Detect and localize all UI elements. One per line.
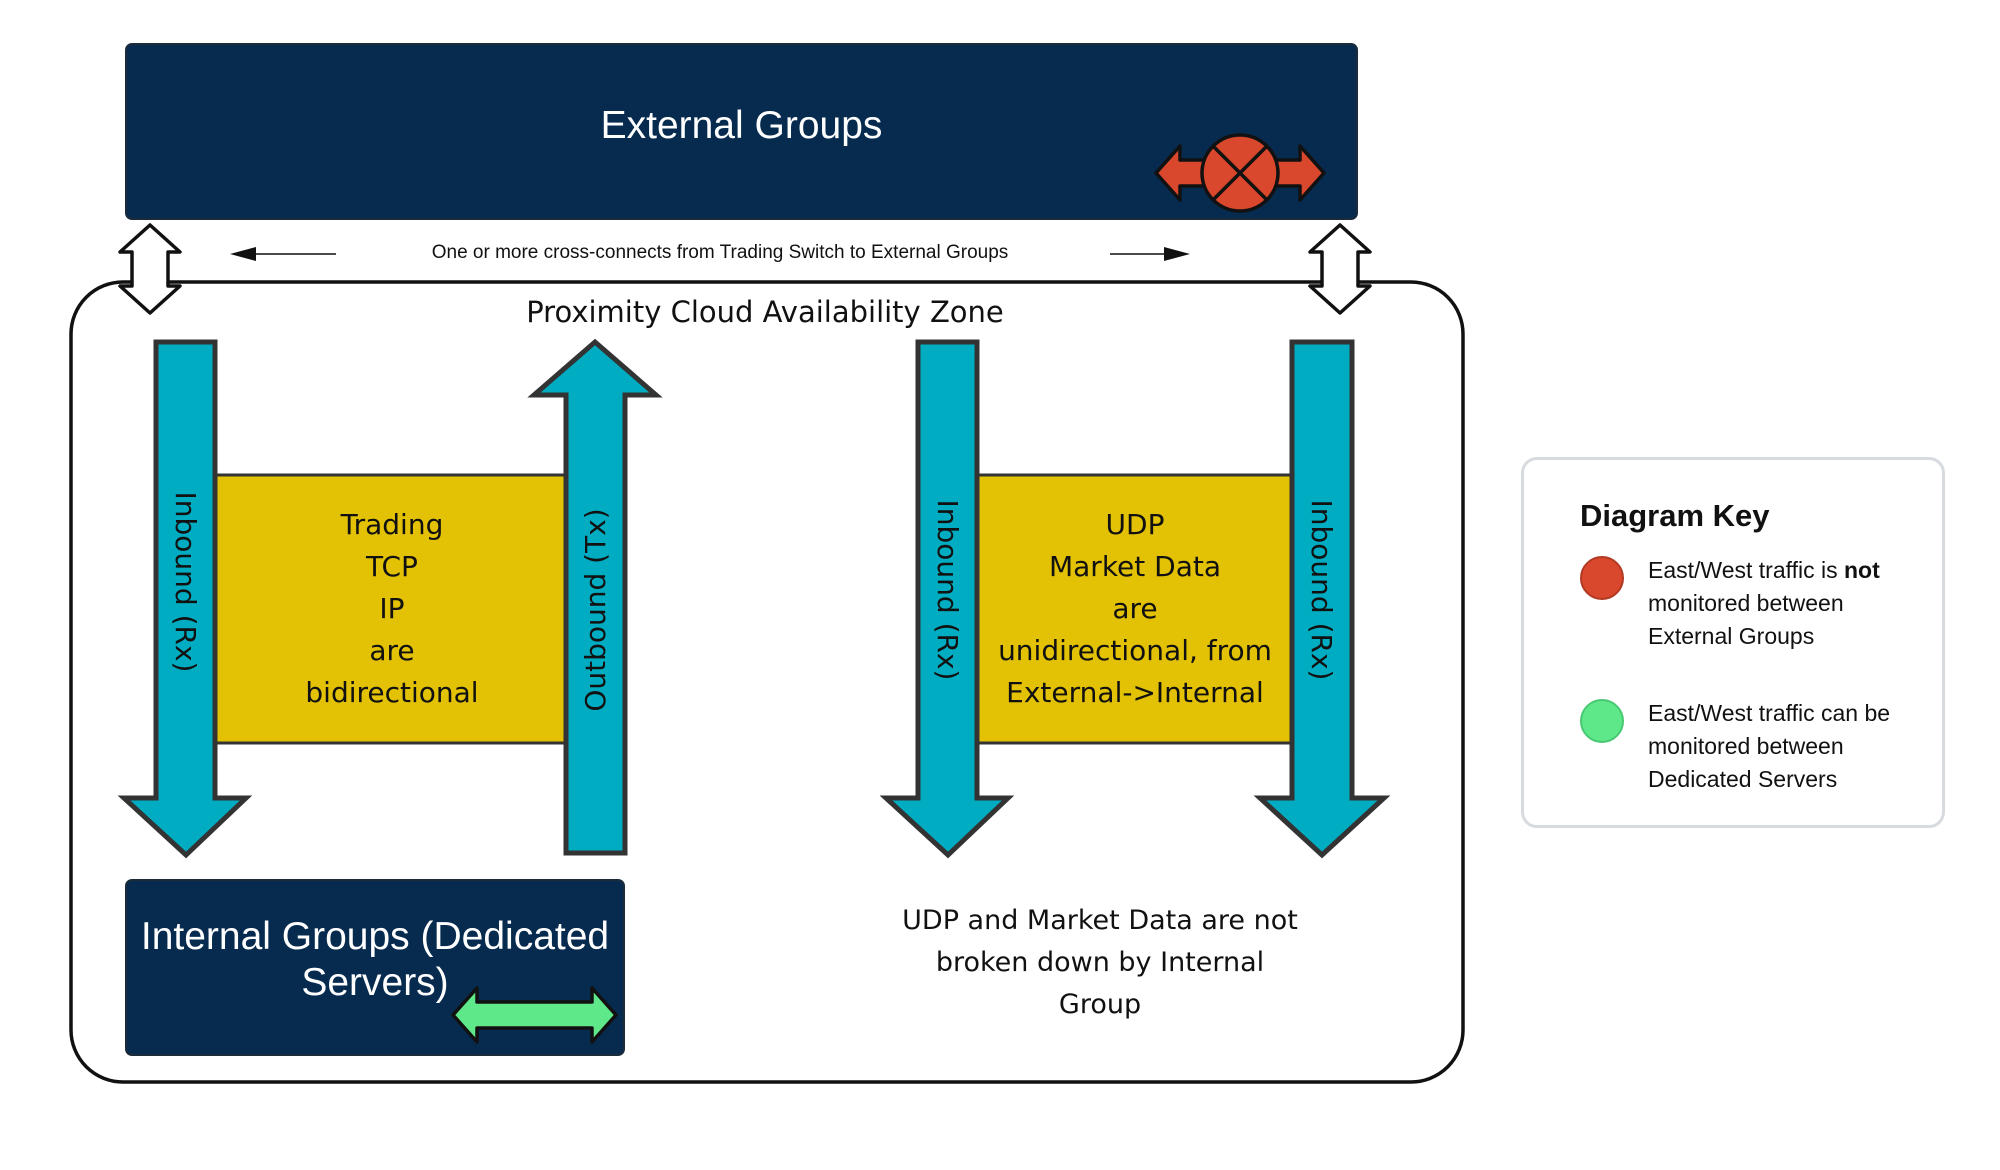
- key-text-part: East/West traffic is: [1648, 557, 1838, 583]
- external-groups-title: External Groups: [600, 104, 883, 147]
- trading-line: bidirectional: [305, 676, 479, 709]
- external-groups-box: [125, 43, 1358, 220]
- diagram-key-title: Diagram Key: [1580, 498, 1770, 533]
- udp-line: External->Internal: [1006, 676, 1264, 709]
- green-dot-icon: [1580, 699, 1624, 743]
- trading-inbound-arrow-icon: [117, 339, 253, 859]
- udp-inbound-left-arrow-icon: [879, 339, 1015, 859]
- diagram-key: Diagram Key East/West traffic is not mon…: [1521, 457, 1945, 828]
- cross-connect-right-arrow-icon: [1308, 223, 1372, 315]
- key-text-bold: not: [1843, 557, 1880, 583]
- trading-line: TCP: [366, 550, 418, 583]
- udp-inbound-right-arrow-icon: [1253, 339, 1391, 859]
- udp-note-line: Group: [1058, 989, 1142, 1020]
- key-text-part: East/West traffic can be monitored betwe…: [1648, 700, 1891, 792]
- trading-block: [214, 473, 570, 745]
- trading-outbound-label: Outbound (Tx): [578, 508, 612, 712]
- key-item-not-monitored: East/West traffic is not monitored betwe…: [1580, 554, 1908, 653]
- udp-inbound-right-label: Inbound (Rx): [1305, 499, 1339, 681]
- udp-line: UDP: [1105, 508, 1165, 541]
- udp-line: are: [1112, 592, 1158, 625]
- trading-outbound-arrow-icon: [527, 338, 663, 856]
- trading-line: IP: [379, 592, 405, 625]
- key-text-part: monitored between External Groups: [1648, 590, 1844, 649]
- east-west-not-monitored-icon: [1154, 133, 1326, 213]
- cross-connect-left-pointer-icon: [230, 247, 336, 261]
- udp-note: UDP and Market Data are not broken down …: [860, 898, 1340, 1028]
- cross-connect-left-arrow-icon: [118, 223, 182, 315]
- udp-block-text: UDP Market Data are unidirectional, from…: [978, 495, 1292, 723]
- zone-title: Proximity Cloud Availability Zone: [526, 295, 1004, 329]
- udp-inbound-left-label: Inbound (Rx): [931, 499, 965, 681]
- red-dot-icon: [1580, 556, 1624, 600]
- trading-inbound-label: Inbound (Rx): [169, 491, 203, 673]
- internal-groups-title: Internal Groups (Dedicated Servers): [140, 915, 610, 1004]
- trading-line: Trading: [340, 508, 444, 541]
- key-item-monitored: East/West traffic can be monitored betwe…: [1580, 697, 1908, 796]
- udp-note-line: UDP and Market Data are not: [902, 905, 1298, 936]
- udp-block: [976, 473, 1294, 745]
- cross-connect-label: One or more cross-connects from Trading …: [431, 242, 1009, 263]
- trading-line: are: [369, 634, 415, 667]
- key-item-monitored-text: East/West traffic can be monitored betwe…: [1648, 697, 1908, 796]
- udp-line: Market Data: [1048, 550, 1221, 583]
- trading-block-text: Trading TCP IP are bidirectional: [216, 495, 568, 723]
- cross-connect-right-pointer-icon: [1110, 247, 1190, 261]
- key-item-not-monitored-text: East/West traffic is not monitored betwe…: [1648, 554, 1908, 653]
- udp-line: unidirectional, from: [998, 634, 1272, 667]
- udp-note-line: broken down by Internal: [935, 947, 1265, 978]
- east-west-monitored-icon: [451, 986, 618, 1044]
